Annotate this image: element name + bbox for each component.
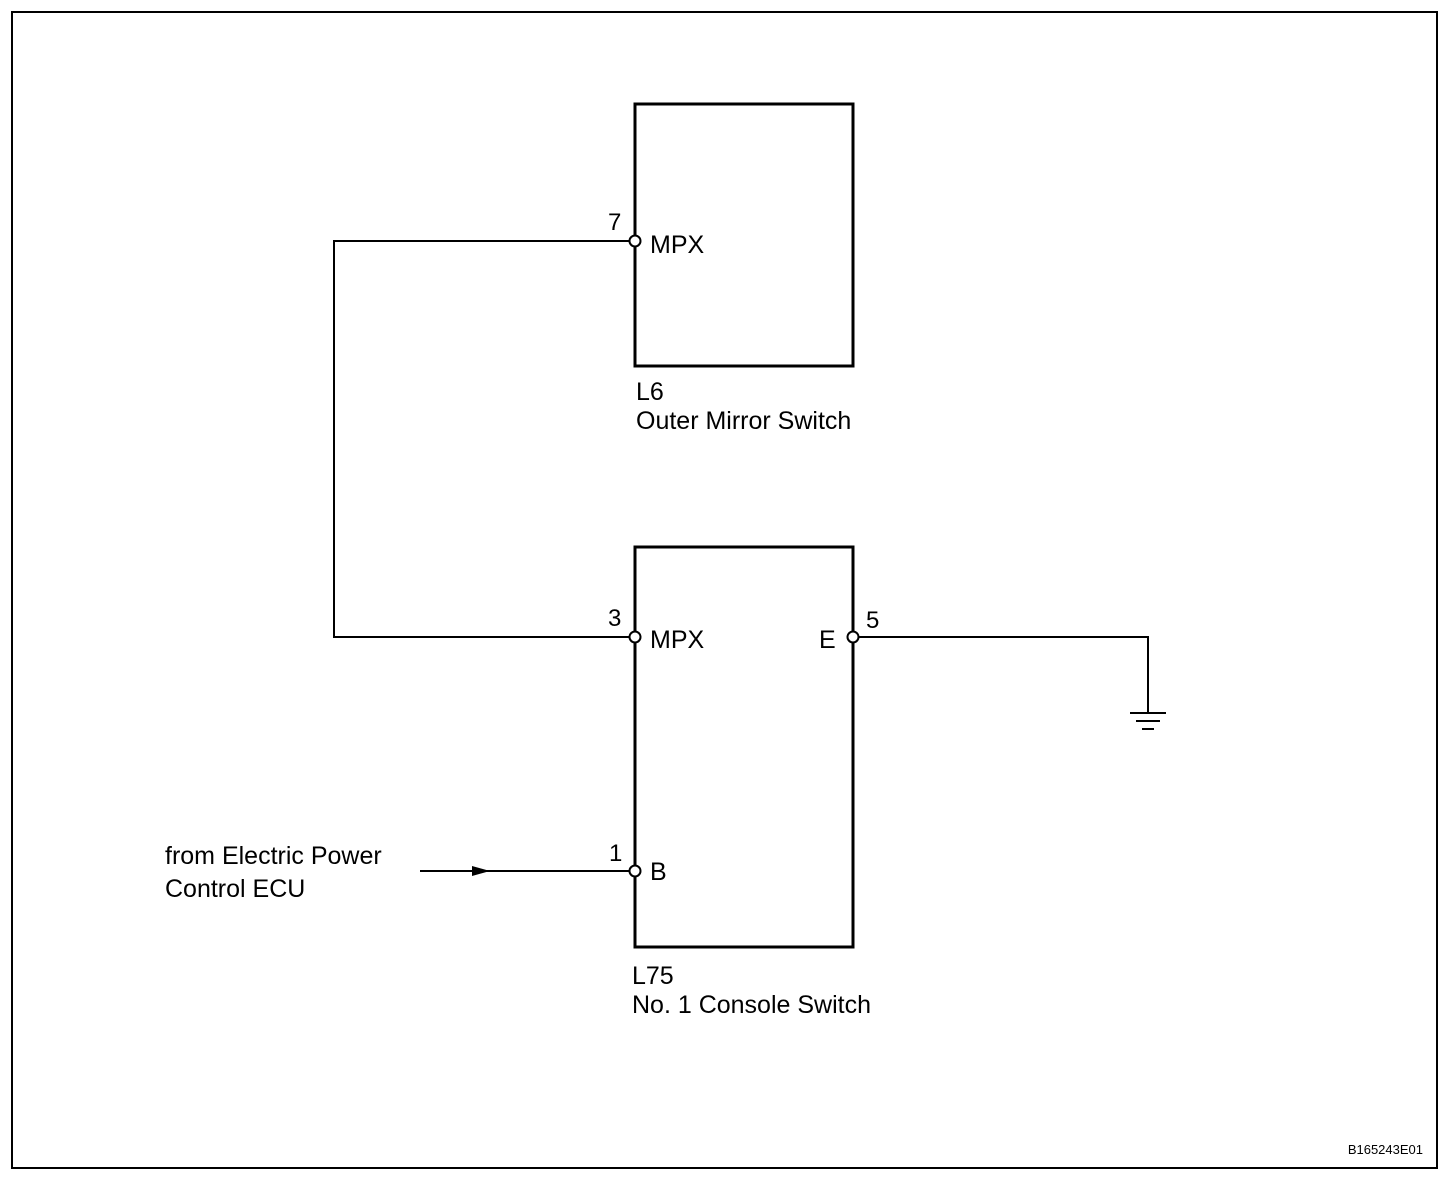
outer-mirror-switch-box [633,102,855,368]
terminal-l75-3 [628,630,642,644]
ground-wire [858,636,1149,713]
connector-code-l75: L75 [632,962,674,990]
pin-number-l6-7: 7 [608,209,621,236]
pin-number-l75-1: 1 [609,840,622,867]
terminal-l75-1 [628,864,642,878]
pin-label-l75-mpx: MPX [650,626,705,654]
component-name-console-switch: No. 1 Console Switch [632,991,871,1019]
pin-label-l75-e: E [819,626,836,654]
ground-icon [1130,712,1166,730]
pin-label-l75-b: B [650,858,667,886]
pin-label-l6-mpx: MPX [650,231,705,259]
terminal-l6-7 [628,234,642,248]
input-source-line1: from Electric Power [165,842,382,870]
figure-code: B165243E01 [1348,1142,1423,1157]
arrow-right-icon [472,866,490,876]
pin-number-l75-5: 5 [866,607,879,634]
diagram-frame [11,11,1438,1169]
console-switch-box [633,545,855,949]
pin-number-l75-3: 3 [608,605,621,632]
component-name-outer-mirror-switch: Outer Mirror Switch [636,407,851,435]
mpx-wire [333,240,630,638]
input-source-line2: Control ECU [165,875,305,903]
connector-code-l6: L6 [636,378,664,406]
terminal-l75-5 [846,630,860,644]
